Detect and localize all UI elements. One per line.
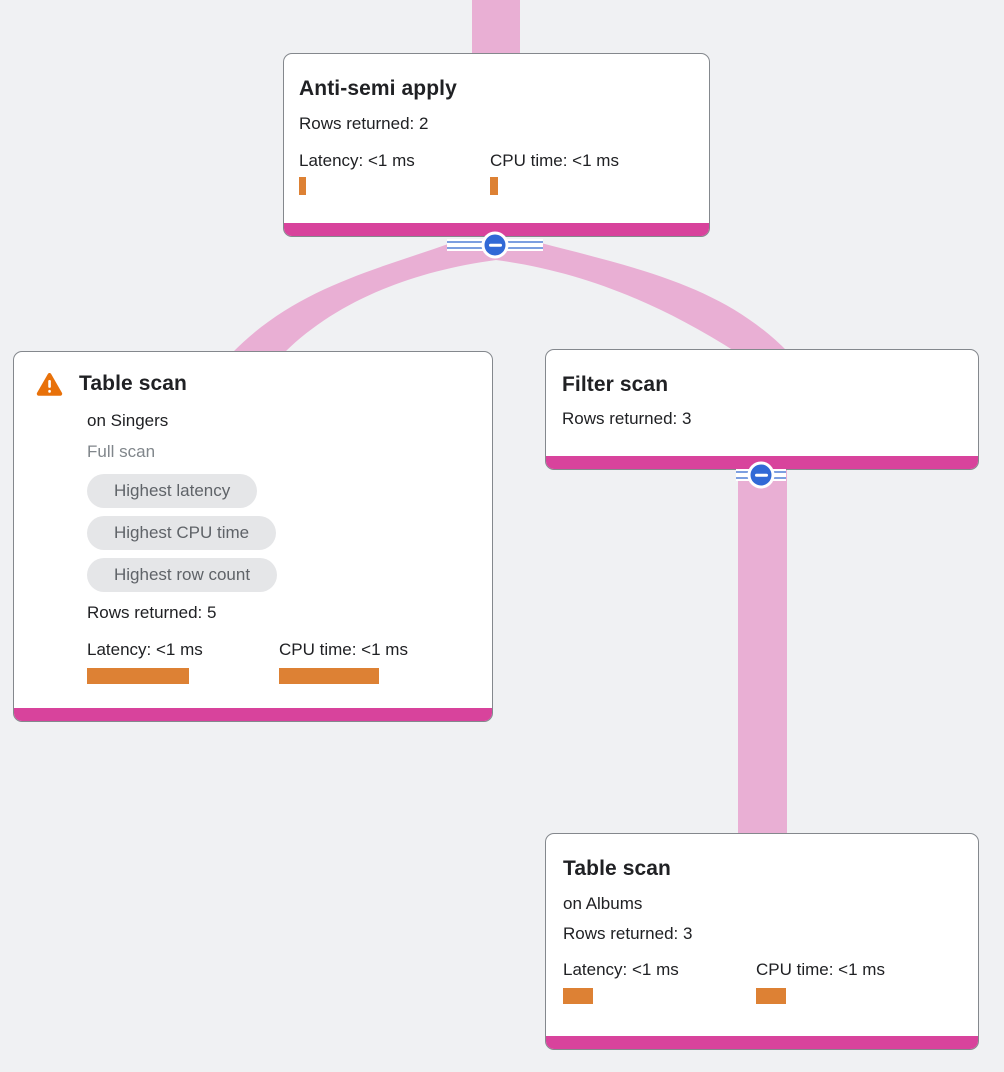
cpu-time-bar xyxy=(490,177,498,195)
flow-edge-parent-to-antisemi xyxy=(472,0,520,55)
latency-bar xyxy=(87,668,189,684)
cpu-time-label: CPU time: <1 ms xyxy=(756,960,885,979)
node-title: Filter scan xyxy=(562,373,669,396)
plan-node-table-scan-albums[interactable]: Table scan on Albums Rows returned: 3 La… xyxy=(545,833,979,1050)
plan-node-table-scan-singers[interactable]: Table scan on Singers Full scan Highest … xyxy=(13,351,493,722)
node-subtitle: on Singers xyxy=(87,411,169,430)
plan-node-filter-scan[interactable]: Filter scan Rows returned: 3 xyxy=(545,349,979,470)
plan-node-anti-semi-apply[interactable]: Anti-semi apply Rows returned: 2 Latency… xyxy=(283,53,710,237)
collapse-button-anti-semi-apply[interactable] xyxy=(447,231,543,259)
node-title: Table scan xyxy=(79,372,187,395)
flow-edge-filter-to-tablescan xyxy=(738,461,787,833)
cpu-time-bar xyxy=(756,988,786,1004)
badge-highest-cpu-time: Highest CPU time xyxy=(87,516,277,550)
flow-edge-antisemi-to-children xyxy=(233,243,788,352)
latency-label: Latency: <1 ms xyxy=(87,640,203,659)
minus-icon[interactable] xyxy=(481,231,509,259)
rows-returned-text: Rows returned: 2 xyxy=(299,114,429,133)
cpu-time-bar xyxy=(279,668,379,684)
minus-icon[interactable] xyxy=(747,461,775,489)
node-title: Anti-semi apply xyxy=(299,77,457,100)
rows-returned-text: Rows returned: 3 xyxy=(562,409,692,428)
rows-returned-text: Rows returned: 3 xyxy=(563,924,693,943)
node-accent-bar xyxy=(546,1036,978,1049)
badge-highest-row-count: Highest row count xyxy=(87,558,278,592)
node-accent-bar xyxy=(284,223,709,236)
node-accent-bar xyxy=(14,708,492,721)
scan-type-text: Full scan xyxy=(87,442,156,461)
latency-bar xyxy=(563,988,593,1004)
latency-label: Latency: <1 ms xyxy=(563,960,679,979)
node-subtitle: on Albums xyxy=(563,894,643,913)
collapse-button-filter-scan[interactable] xyxy=(736,461,786,489)
badge-highest-latency: Highest latency xyxy=(87,474,258,508)
latency-label: Latency: <1 ms xyxy=(299,151,415,170)
node-title: Table scan xyxy=(563,857,671,880)
cpu-time-label: CPU time: <1 ms xyxy=(279,640,408,659)
rows-returned-text: Rows returned: 5 xyxy=(87,603,217,622)
cpu-time-label: CPU time: <1 ms xyxy=(490,151,619,170)
latency-bar xyxy=(299,177,306,195)
warning-triangle-icon xyxy=(36,372,63,396)
